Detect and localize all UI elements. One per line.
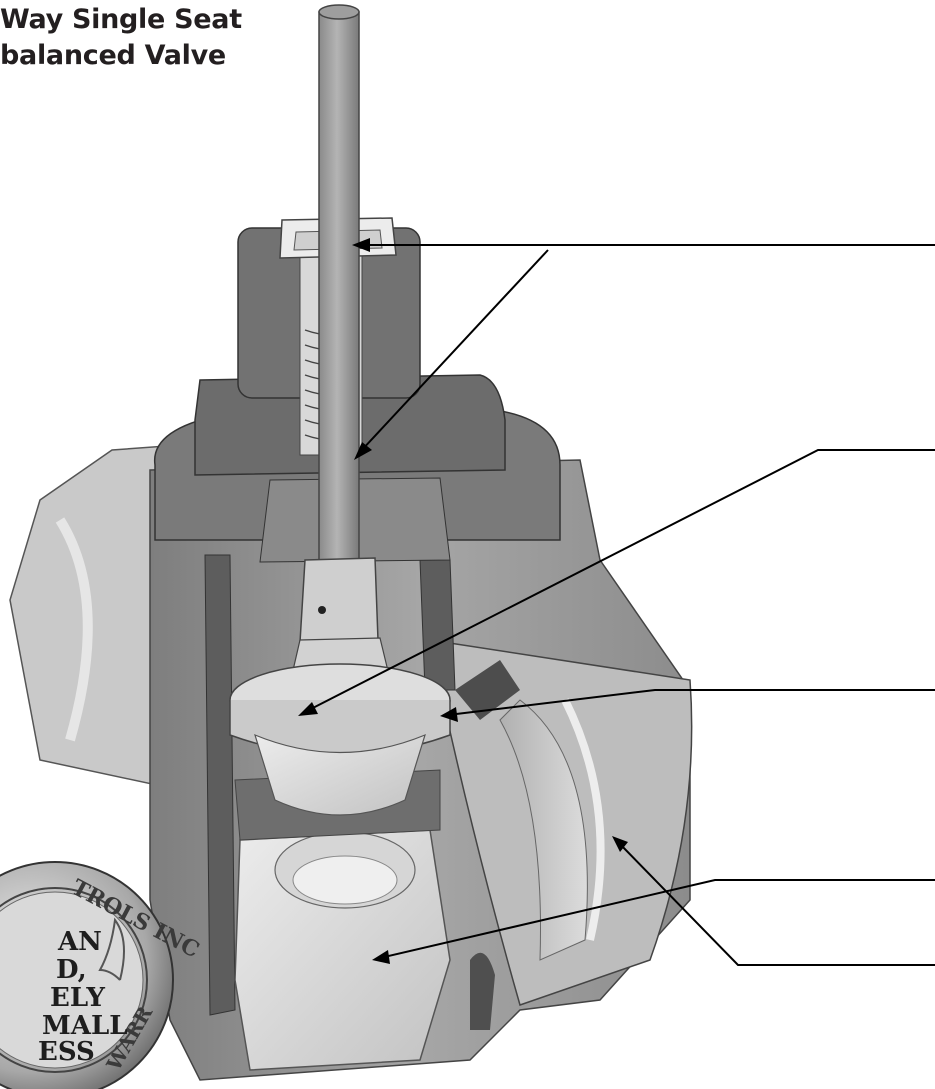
seal-feather-icon	[98, 917, 125, 981]
arrowhead-packing-nut	[352, 238, 370, 252]
left-port	[9, 444, 181, 791]
arrowhead-seat	[372, 950, 390, 964]
seal-center-line-1: AN	[57, 927, 102, 957]
leader-line-plug-inner	[304, 449, 935, 713]
leader-line-body	[617, 841, 935, 966]
seal-center-line-2: D,	[56, 955, 87, 985]
leader-arrowheads	[298, 238, 628, 964]
leader-lines	[304, 244, 935, 966]
valve-stem	[299, 4, 379, 643]
seal-center-line-4: MALL	[42, 1011, 128, 1041]
arrowhead-packing-spring	[354, 442, 372, 460]
leader-line-seat	[379, 879, 935, 959]
arrowhead-plug-disc	[440, 707, 458, 722]
arrowhead-body	[612, 836, 628, 852]
title-line-2: balanced Valve	[0, 40, 226, 71]
arrowhead-plug-inner	[298, 702, 318, 716]
valve-plug	[229, 637, 520, 816]
diagram-title: Way Single Seat balanced Valve	[0, 2, 242, 74]
seal-center-line-3: ELY	[50, 983, 105, 1013]
leader-line-packing-spring	[359, 249, 549, 453]
seal-center-line-5: ESS	[38, 1037, 95, 1067]
leader-line-plug-disc	[447, 689, 935, 716]
valve-body	[149, 459, 693, 1081]
title-line-1: Way Single Seat	[0, 4, 242, 35]
